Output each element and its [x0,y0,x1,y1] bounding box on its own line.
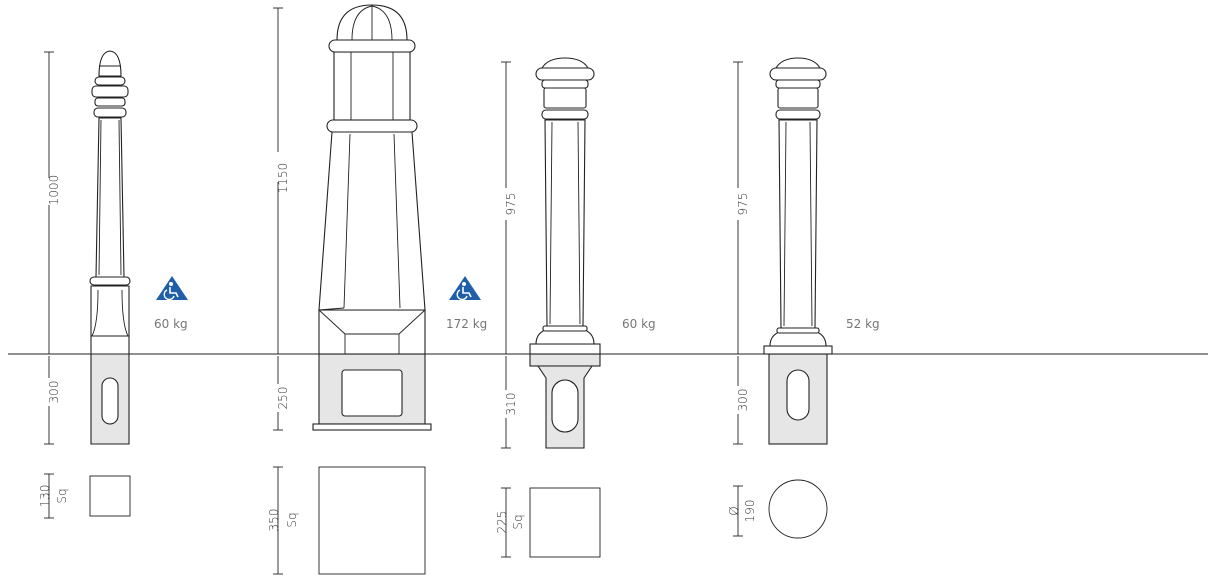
weight-label: 52 kg [846,317,880,331]
wheelchair-icon [156,276,188,301]
footprint-value: 130 [38,485,52,508]
footprint-unit: Sq [55,488,69,503]
height-below-label: 300 [736,389,750,412]
footprint-4: Ø 190 [727,479,828,539]
height-above-label: 975 [504,193,518,216]
dim-height-below-3: 310 [501,356,518,449]
wheelchair-icon [449,276,481,301]
bollard-4: 975 300 Ø 190 [727,57,880,539]
dim-height-above-4: 975 [733,61,750,354]
height-above-label: 1150 [276,163,290,194]
dim-height-below-4: 300 [733,356,750,445]
weight-label: 60 kg [154,317,188,331]
bollard-1: 1000 300 [38,50,188,519]
footprint-value: 225 [495,511,509,534]
height-above-label: 975 [736,193,750,216]
height-below-label: 310 [504,393,518,416]
height-below-label: 250 [276,387,290,410]
dim-height-below-1: 300 [44,356,61,445]
dim-height-below-2: 250 [273,356,290,431]
footprint-value: 190 [743,500,757,523]
footprint-unit: Ø [727,506,741,515]
footprint-unit: Sq [511,514,525,529]
weight-label: 172 kg [446,317,487,331]
footprint-value: 350 [267,509,281,532]
bollard-2: 1150 250 [267,4,487,575]
dim-height-above-1: 1000 [44,51,61,354]
footprint-unit: Sq [285,512,299,527]
dim-height-above-2: 1150 [273,7,290,354]
dim-height-above-3: 975 [501,61,518,354]
weight-label: 60 kg [622,317,656,331]
height-above-label: 1000 [47,175,61,206]
footprint-3: 225 Sq [495,487,601,558]
footprint-1: 130 Sq [38,473,131,519]
bollard-3: 975 310 225 S [495,57,656,558]
height-below-label: 300 [47,381,61,404]
footprint-2: 350 Sq [267,466,426,575]
